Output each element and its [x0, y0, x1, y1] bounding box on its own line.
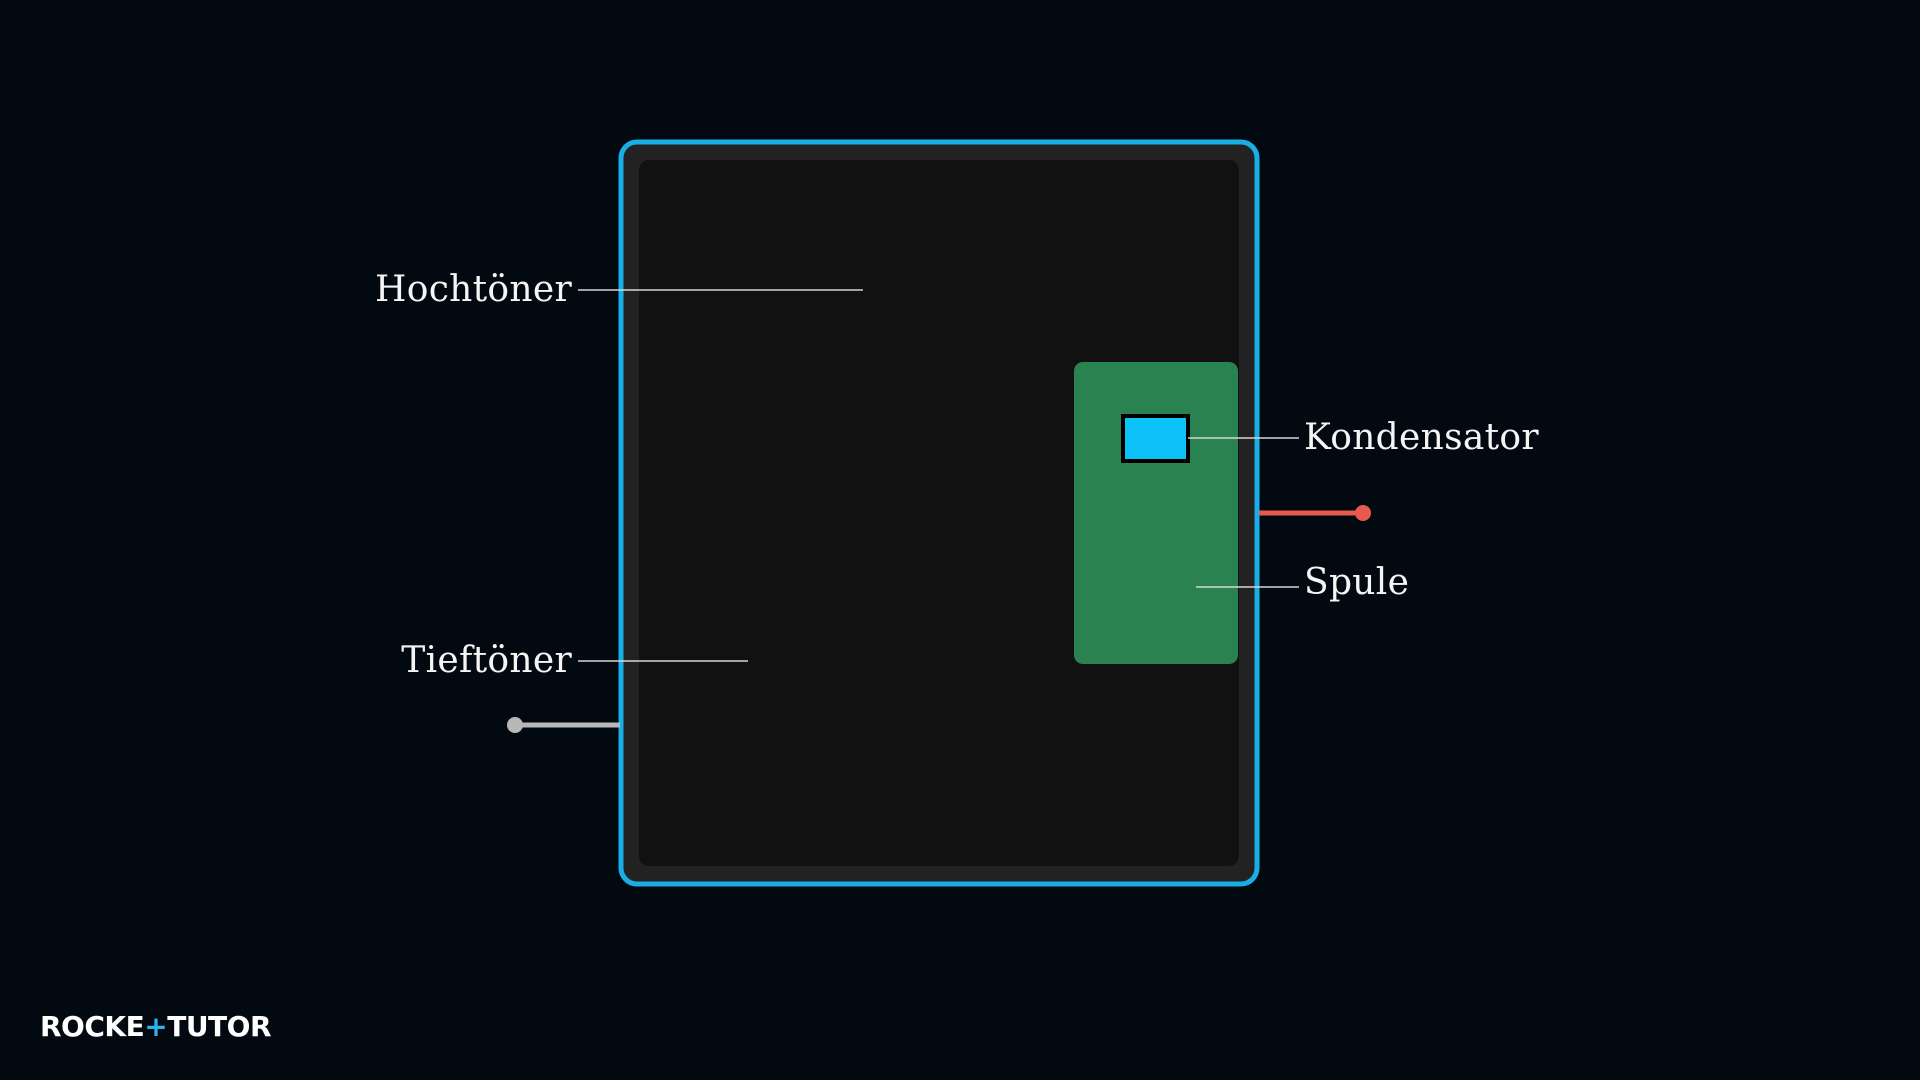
rocketutor-logo: ROCKE+TUTOR	[40, 1010, 272, 1044]
speaker-enclosure-inner	[639, 160, 1239, 866]
logo-text-left: ROCKE	[40, 1010, 145, 1043]
negative-terminal-dot	[507, 717, 523, 733]
positive-terminal-dot	[1355, 505, 1371, 521]
logo-text-right: TUTOR	[167, 1010, 272, 1043]
crossover-board	[1074, 362, 1238, 664]
logo-plus: +	[144, 1010, 168, 1043]
tweeter-label: Hochtöner	[375, 269, 572, 310]
coil-label: Spule	[1304, 562, 1410, 603]
capacitor-component	[1121, 414, 1190, 463]
capacitor-label: Kondensator	[1304, 417, 1539, 458]
woofer-label: Tieftöner	[401, 640, 572, 681]
